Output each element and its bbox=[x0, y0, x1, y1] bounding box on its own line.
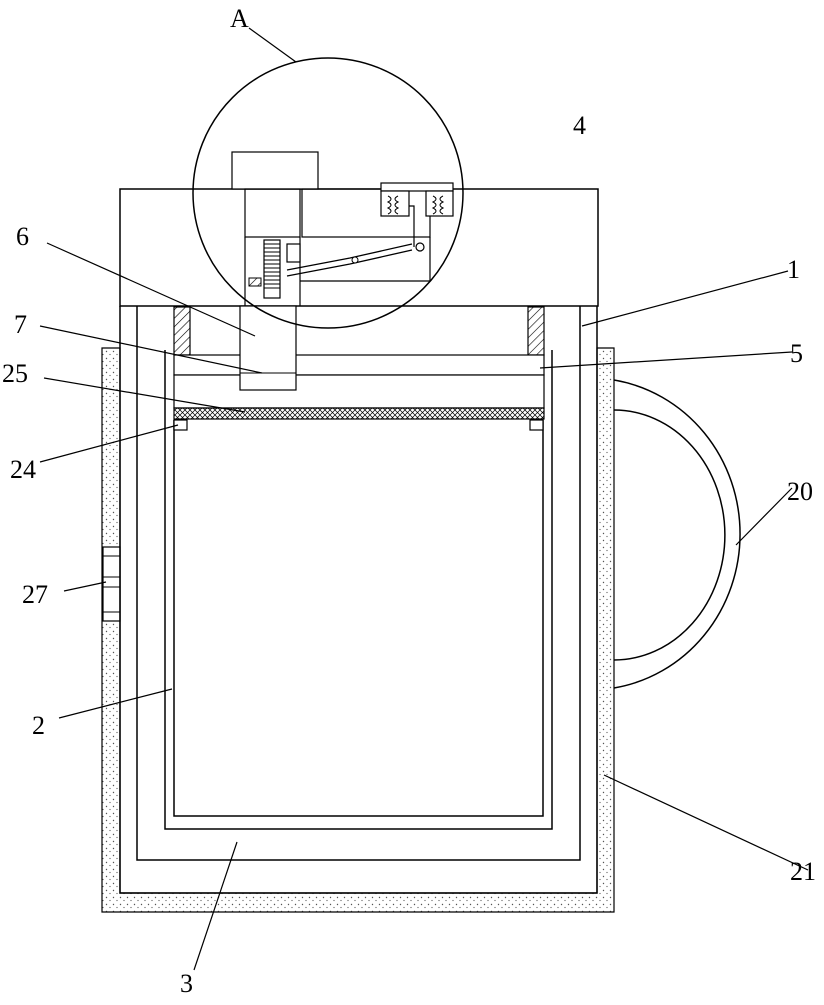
label-20: 20 bbox=[787, 477, 813, 506]
inner-cup bbox=[165, 350, 552, 829]
label-6: 6 bbox=[16, 222, 29, 251]
label-25: 25 bbox=[2, 359, 28, 388]
hatched-spacers bbox=[174, 307, 544, 355]
lid bbox=[120, 189, 598, 306]
lid-plate bbox=[174, 355, 544, 408]
label-1: 1 bbox=[787, 255, 800, 284]
label-2: 2 bbox=[32, 711, 45, 740]
label-a: A bbox=[230, 4, 249, 33]
clips bbox=[174, 420, 543, 430]
label-3: 3 bbox=[180, 969, 193, 998]
push-rod bbox=[240, 306, 296, 390]
side-port bbox=[103, 547, 120, 621]
label-7: 7 bbox=[14, 310, 27, 339]
reference-numerals: A 4 1 6 7 5 25 24 20 27 2 21 3 bbox=[2, 4, 816, 998]
label-5: 5 bbox=[790, 339, 803, 368]
label-24: 24 bbox=[10, 455, 36, 484]
label-4: 4 bbox=[573, 111, 586, 140]
outer-shell bbox=[102, 348, 614, 912]
label-27: 27 bbox=[22, 580, 48, 609]
label-21: 21 bbox=[790, 857, 816, 886]
handle bbox=[614, 380, 740, 688]
